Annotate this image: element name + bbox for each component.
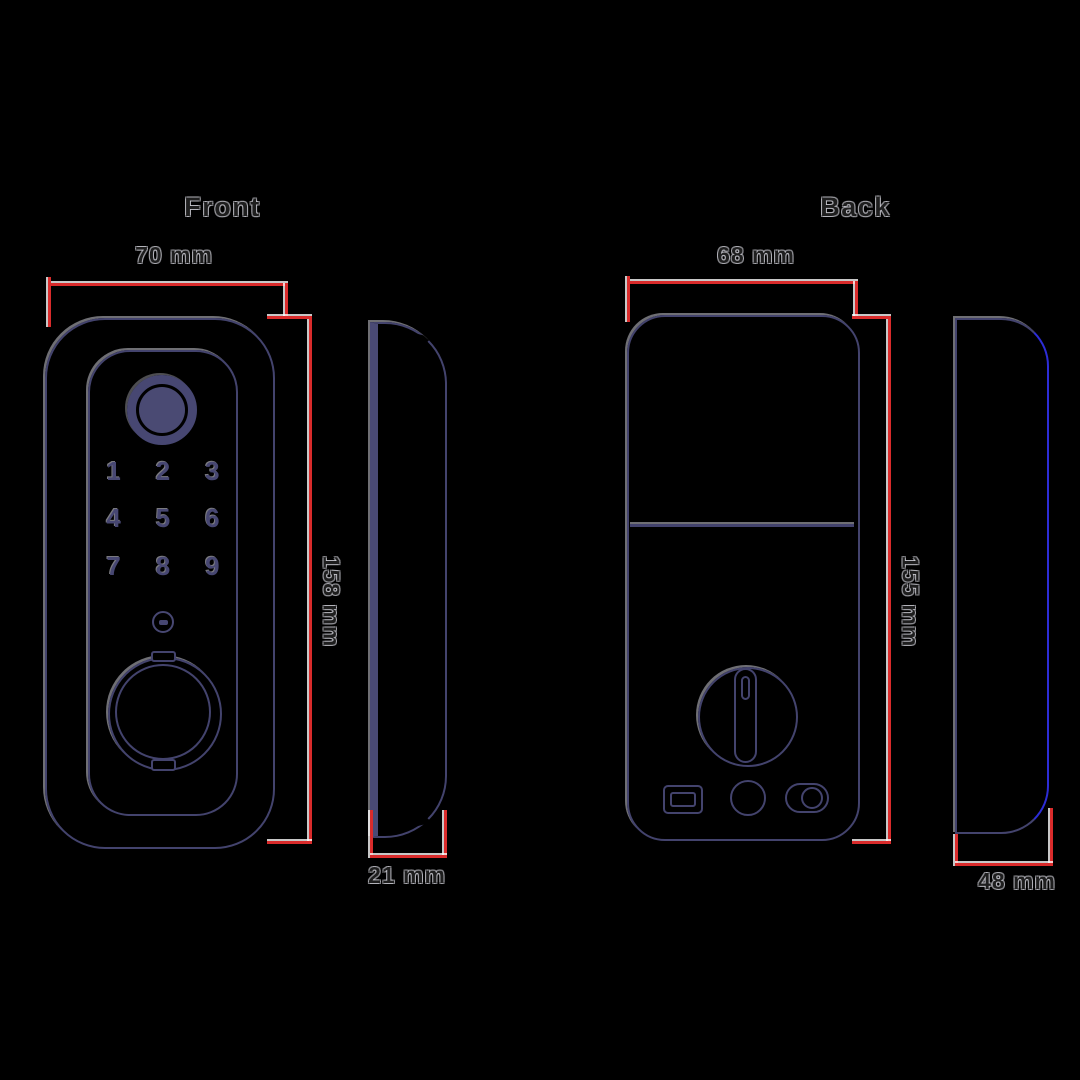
front-device-outline xyxy=(45,318,275,849)
front-depth-label: 21 mm xyxy=(368,862,446,888)
lock-key-icon xyxy=(152,611,174,633)
keypad-key-1: 1 xyxy=(106,456,121,487)
back-width-dimension-line xyxy=(627,281,858,284)
keypad-key-7: 7 xyxy=(106,550,121,581)
front-device-faceplate xyxy=(88,350,238,816)
front-width-tick-right xyxy=(285,283,288,319)
front-height-dimension-line xyxy=(309,316,312,844)
keypad-key-6: 6 xyxy=(205,503,220,534)
back-width-label: 68 mm xyxy=(717,242,795,268)
battery-slot-inner xyxy=(670,792,696,807)
front-height-tick-top xyxy=(267,316,312,319)
back-device-outline xyxy=(627,315,860,841)
back-depth-dimension-line xyxy=(955,863,1053,866)
keypad: 1 2 3 4 5 6 7 8 9 xyxy=(89,448,237,590)
front-height-tick-bottom xyxy=(267,841,312,844)
front-depth-tick-left xyxy=(370,810,373,858)
toggle-switch-knob xyxy=(801,787,823,809)
back-width-tick-left xyxy=(627,276,630,322)
back-height-dimension-line xyxy=(888,316,891,844)
keyhole-cover-inner-ring xyxy=(115,664,211,760)
thumbturn-knob-slot xyxy=(741,676,750,700)
front-depth-tick-right xyxy=(444,810,447,858)
back-height-tick-top xyxy=(852,316,891,319)
front-side-profile xyxy=(370,322,447,838)
front-depth-dimension-line xyxy=(370,855,447,858)
keypad-key-9: 9 xyxy=(205,550,220,581)
keypad-key-4: 4 xyxy=(106,503,121,534)
front-width-dimension-line xyxy=(48,283,288,286)
back-depth-label: 48 mm xyxy=(978,868,1056,894)
keypad-key-3: 3 xyxy=(205,456,220,487)
back-width-tick-right xyxy=(855,281,858,318)
front-view-title: Front xyxy=(184,192,261,222)
reset-button-icon xyxy=(730,780,766,816)
back-depth-tick-left xyxy=(955,834,958,866)
back-height-tick-bottom xyxy=(852,841,891,844)
fingerprint-sensor-center xyxy=(139,387,185,433)
back-side-profile xyxy=(955,318,1049,834)
battery-slot-icon xyxy=(663,785,703,814)
back-view-title: Back xyxy=(820,192,891,222)
keypad-key-2: 2 xyxy=(155,456,171,487)
lock-key-slot xyxy=(159,620,168,625)
front-height-label: 158 mm xyxy=(318,555,345,648)
fingerprint-sensor-icon xyxy=(127,375,197,445)
back-depth-tick-right xyxy=(1050,808,1053,866)
keyhole-screw-bottom xyxy=(151,759,176,771)
front-width-label: 70 mm xyxy=(135,242,213,268)
keypad-key-8: 8 xyxy=(155,550,171,581)
back-height-label: 155 mm xyxy=(897,555,924,648)
keyhole-screw-top xyxy=(151,651,176,662)
thumbturn-knob-icon xyxy=(734,668,757,763)
keypad-key-5: 5 xyxy=(155,503,171,534)
front-width-tick-left xyxy=(48,277,51,327)
back-plate-divider xyxy=(630,524,854,527)
toggle-switch-icon xyxy=(785,783,829,813)
